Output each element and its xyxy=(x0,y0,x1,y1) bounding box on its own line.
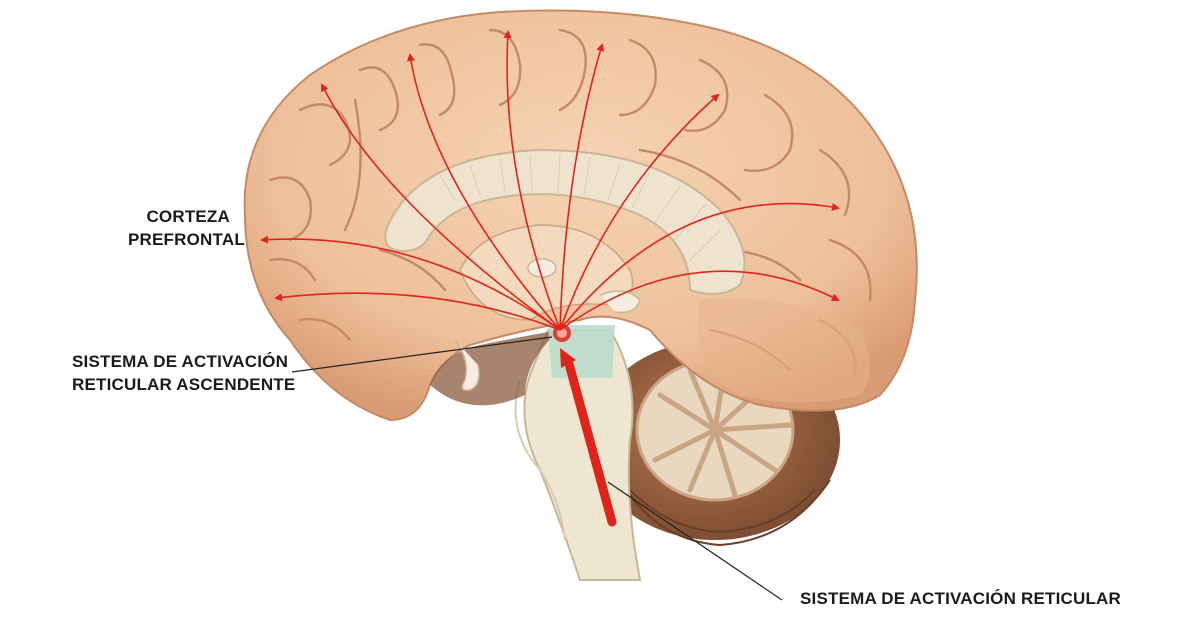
label-reticular-activating-system: SISTEMA DE ACTIVACIÓN RETICULAR xyxy=(800,587,1121,610)
label-prefrontal-cortex: CORTEZA PREFRONTAL xyxy=(128,205,230,251)
reticular-formation xyxy=(548,324,615,378)
label-ascending-reticular-system-line2: RETICULAR ASCENDENTE xyxy=(72,373,295,396)
label-ascending-reticular-system-line1: SISTEMA DE ACTIVACIÓN xyxy=(72,350,295,373)
label-ascending-reticular-system: SISTEMA DE ACTIVACIÓN RETICULAR ASCENDEN… xyxy=(72,350,295,396)
label-prefrontal-cortex-line2: PREFRONTAL xyxy=(128,228,230,251)
label-prefrontal-cortex-line1: CORTEZA xyxy=(128,205,230,228)
